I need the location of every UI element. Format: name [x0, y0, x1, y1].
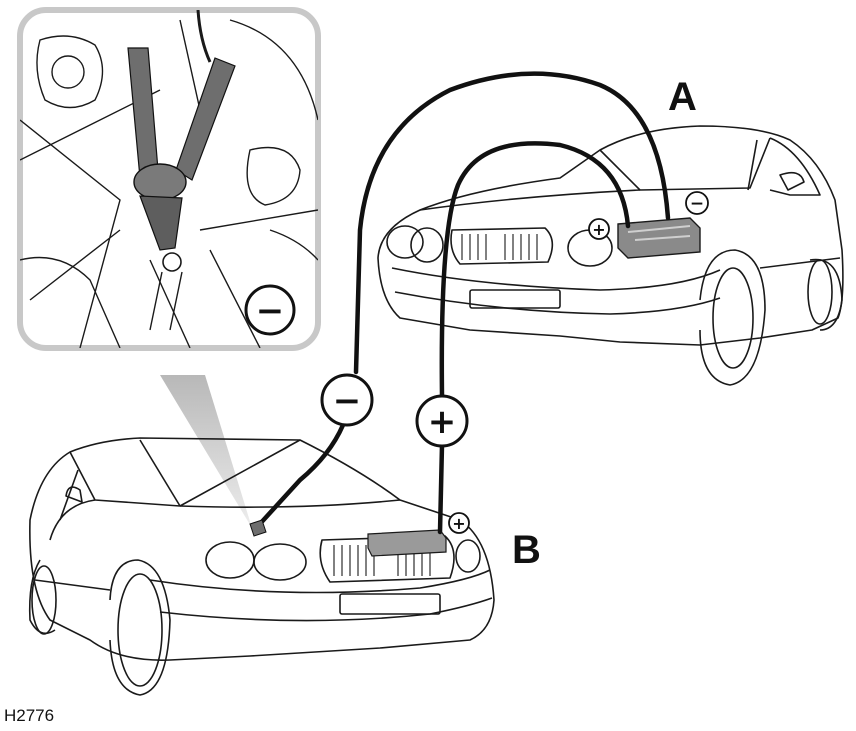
car-b [28, 437, 495, 696]
positive-marker-sign: + [428, 402, 457, 442]
positive-cable-marker: + [415, 394, 469, 448]
terminal-b-positive: + [448, 512, 470, 534]
label-car-b: B [512, 528, 541, 572]
battery-a [617, 217, 701, 259]
battery-b [367, 529, 447, 557]
jump-cables [255, 71, 671, 535]
negative-cable [353, 71, 671, 375]
terminal-a-positive: + [588, 218, 610, 240]
terminal-a-positive-sign: + [592, 220, 605, 239]
terminal-a-negative: − [685, 191, 709, 215]
positive-cable-lower [437, 442, 445, 535]
earth-clamp-b [249, 519, 267, 537]
clamp-handle-right [175, 57, 236, 181]
negative-marker-sign: − [333, 381, 362, 421]
terminal-b-positive-sign: + [452, 514, 465, 533]
negative-cable-lower [255, 422, 346, 529]
inset-negative-marker: − [244, 284, 296, 336]
inset-pointer [160, 375, 252, 528]
car-a [377, 125, 844, 386]
clamp-pivot [133, 163, 187, 201]
positive-cable [439, 141, 631, 398]
inset-negative-sign: − [256, 291, 285, 331]
label-car-a: A [668, 75, 697, 119]
terminal-a-negative-sign: − [690, 194, 704, 214]
figure-code: H2776 [4, 706, 55, 725]
inset-detail: − [17, 7, 321, 351]
negative-cable-marker: − [320, 373, 374, 427]
clamp-jaw [139, 195, 183, 251]
